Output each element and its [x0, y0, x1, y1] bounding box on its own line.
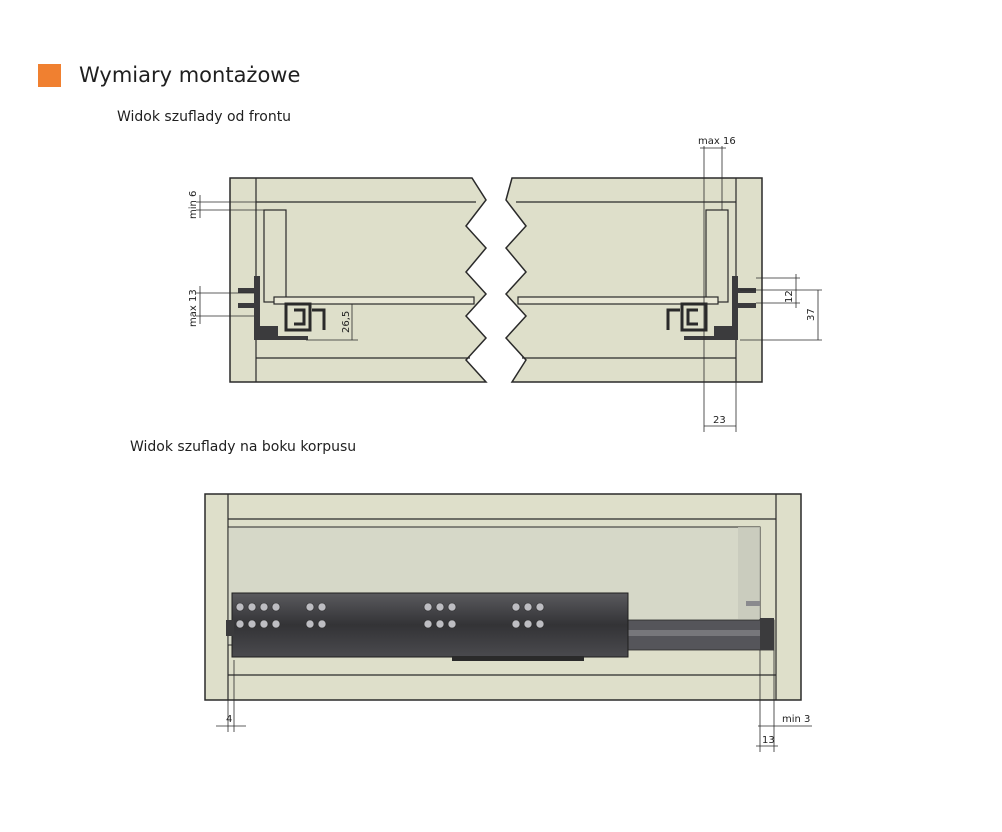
side-view-label: Widok szuflady na boku korpusu: [130, 439, 357, 455]
side-dimensions: [216, 650, 812, 752]
dim-37: 37: [806, 308, 817, 321]
dim-13: 13: [762, 735, 775, 746]
front-left-panel: [229, 177, 488, 383]
front-view-label: Widok szuflady od frontu: [117, 109, 292, 125]
section-header: Wymiary montażowe: [38, 62, 300, 88]
front-left-screws: [238, 288, 254, 308]
front-left-rail: [254, 276, 326, 340]
front-right-dimensions: [700, 146, 822, 432]
front-view-drawing: min 6 max 13 26,5 max 16 12 37 23: [188, 136, 822, 432]
dim-26-5: 26,5: [341, 311, 352, 333]
dim-min6: min 6: [188, 191, 199, 219]
front-left-dimensions: [196, 195, 358, 341]
front-right-panel: [504, 177, 763, 383]
dim-4: 4: [226, 714, 232, 725]
section-accent-square: [38, 63, 61, 87]
dim-min3: min 3: [782, 714, 810, 725]
dim-max13: max 13: [188, 289, 199, 327]
front-right-screws: [738, 288, 756, 308]
section-title: Wymiary montażowe: [79, 63, 301, 87]
dim-23: 23: [713, 415, 726, 426]
side-view-drawing: 4 13 min 3: [204, 493, 812, 752]
dim-12: 12: [784, 290, 795, 303]
dim-max16: max 16: [698, 136, 736, 147]
front-right-rail: [666, 276, 738, 340]
runner-holes: [235, 602, 545, 629]
